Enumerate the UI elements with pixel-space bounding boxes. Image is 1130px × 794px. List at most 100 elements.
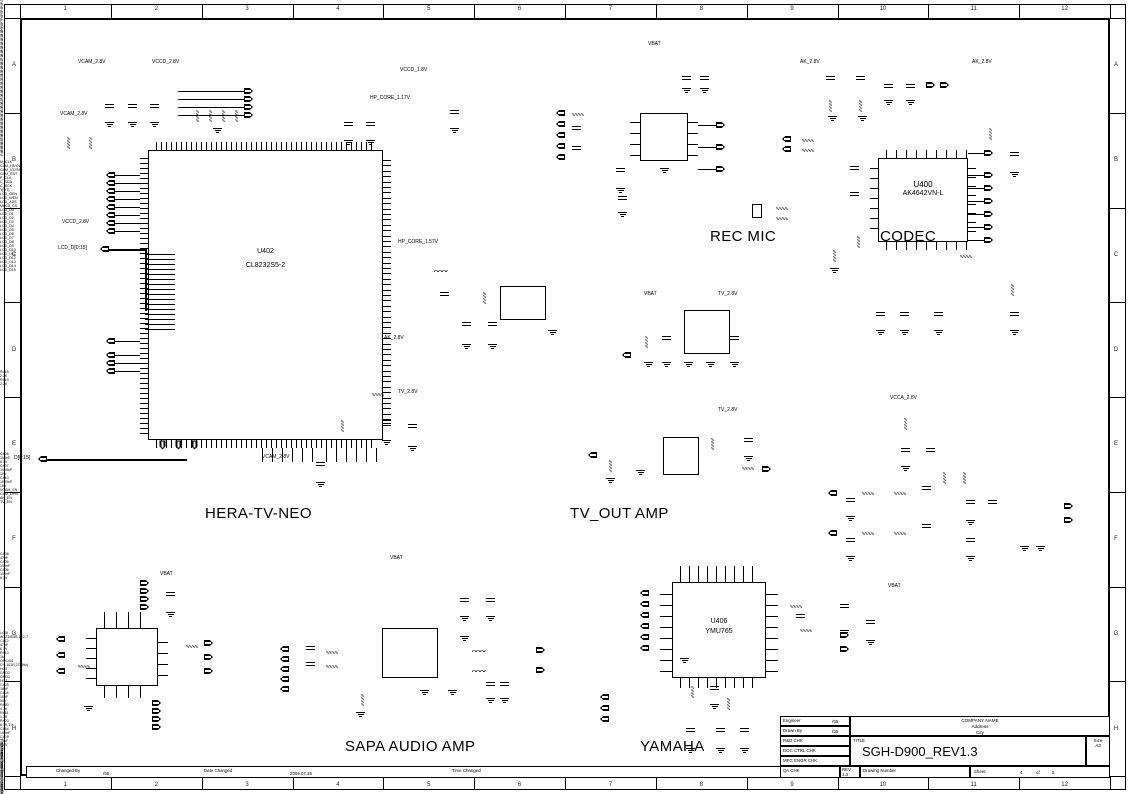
net-flag-sapa-1[interactable] [280, 656, 289, 662]
net-flag-ymu-cpoen[interactable] [640, 645, 649, 651]
col-tick-top-6 [565, 4, 566, 18]
resistor-r451 [894, 491, 906, 496]
net-flag-max-out-0[interactable] [204, 640, 213, 646]
u402-pin-left-2 [140, 168, 148, 169]
net-flag-mic-p[interactable] [1064, 503, 1073, 509]
net-flag-aga[interactable] [716, 144, 725, 150]
net-flag-amp-minus[interactable] [536, 647, 545, 653]
wire-c_sck [115, 223, 140, 224]
net-flag-rout-codec[interactable] [782, 136, 791, 142]
net-flag-ymu-d6[interactable] [640, 601, 649, 607]
net-flag-lcd_ads[interactable] [106, 360, 115, 366]
row-t1ick-right-4 [1110, 397, 1126, 398]
net-flag-d_bck[interactable] [984, 172, 993, 178]
net-flag-mic-n[interactable] [1064, 517, 1073, 523]
net-flag-lcd-bus[interactable] [100, 246, 109, 252]
section-title-recmic: REC MIC [710, 228, 777, 245]
net-flag-ear_r[interactable] [716, 166, 725, 172]
net-flag-sapa-4[interactable] [280, 686, 289, 692]
net-flag-mp-n[interactable] [940, 82, 949, 88]
net-flag-c_sda[interactable] [106, 212, 115, 218]
net-flag-ymu-ymuirq[interactable] [600, 705, 609, 711]
net-flag-p_clk[interactable] [106, 204, 115, 210]
u402-pin-right-48 [383, 419, 391, 421]
net-flag-ymu-vccd18v[interactable] [640, 623, 649, 629]
net-flag-max-bot-2[interactable] [152, 716, 161, 722]
net-flag-d_msck[interactable] [984, 150, 993, 156]
net-flag-mp-p[interactable] [926, 82, 935, 88]
u402-pin-left-19 [140, 253, 148, 254]
u402-pin-top-11 [211, 142, 212, 150]
net-flag-micinp[interactable] [828, 490, 837, 496]
col-tick-bottom-1 [110, 776, 112, 790]
net-flag-lout-codec[interactable] [782, 146, 791, 152]
net-flag-ymu-rst[interactable] [600, 716, 609, 722]
net-flag-aoutbp[interactable] [556, 110, 565, 116]
net-flag-cam_rst[interactable] [106, 196, 115, 202]
net-label-lcd_ads: LCD_ADS [0, 200, 17, 204]
net-label-d-bus: D[0:15] [14, 455, 31, 461]
resistor-r466 [858, 100, 863, 112]
wire-d_bck [346, 448, 347, 462]
net-flag-amp-plus[interactable] [536, 667, 545, 673]
net-flag-cam_hsync[interactable] [106, 180, 115, 186]
net-flag-d_sidn[interactable] [984, 198, 993, 204]
resistor-r464 [802, 138, 814, 143]
net-flag-max-top-2[interactable] [140, 596, 149, 602]
net-flag-sapa-3[interactable] [280, 676, 289, 682]
u402-pin-top-7 [191, 142, 192, 150]
net-flag-lcd_oen[interactable] [106, 338, 115, 344]
u402-pin-bottom-31 [311, 440, 312, 448]
net-flag-cam_vsync[interactable] [106, 188, 115, 194]
net-flag-y[0:7][interactable] [106, 228, 115, 234]
net-flag-d_lrck[interactable] [984, 185, 993, 191]
net-flag-ak_en[interactable] [244, 104, 253, 110]
net-flag-ymu-d1[interactable] [640, 590, 649, 596]
col-label-bottom-12: 12 [1061, 782, 1068, 788]
net-flag-sapa-0[interactable] [280, 646, 289, 652]
net-flag-d_sck[interactable] [984, 237, 993, 243]
net-flag-tvout[interactable] [762, 466, 771, 472]
net-flag-max-bot-1[interactable] [152, 708, 161, 714]
net-flag-lcd_wen[interactable] [106, 352, 115, 358]
net-flag-ymu-a0[interactable] [640, 634, 649, 640]
net-flag-c_sck[interactable] [106, 220, 115, 226]
net-flag-ear_l[interactable] [716, 122, 725, 128]
net-flag-rout[interactable] [556, 143, 565, 149]
net-flag-d_sdout[interactable] [984, 211, 993, 217]
net-flag-cam_dpn[interactable] [244, 96, 253, 102]
net-flag-ymu-l[interactable] [840, 646, 849, 652]
net-flag-max-top-1[interactable] [140, 588, 149, 594]
net-flag-lout[interactable] [556, 121, 565, 127]
u402-pin-left-31 [140, 313, 148, 314]
net-flag-ymu_l[interactable] [556, 132, 565, 138]
cap-c419-codec [850, 192, 859, 196]
net-flag-micinn[interactable] [828, 530, 837, 536]
u406-pinwire-t-1 [689, 566, 690, 582]
net-flag-tv-en[interactable] [622, 352, 631, 358]
u400-pinwire-bot-3 [916, 242, 917, 250]
net-flag-max-in-1[interactable] [56, 652, 65, 658]
net-flag-neo-tv-out[interactable] [588, 452, 597, 458]
net-flag-d_sda[interactable] [984, 224, 993, 230]
net-flag-sapa-2[interactable] [280, 666, 289, 672]
net-flag-m_clk[interactable] [106, 172, 115, 178]
net-label-c_sck: C_SCK [0, 184, 12, 188]
net-flag-mlcd_cs[interactable] [106, 368, 115, 374]
net-flag-max-in-0[interactable] [56, 636, 65, 642]
resistor-r465b [802, 148, 814, 153]
net-flag-max-out-1[interactable] [204, 654, 213, 660]
net-flag-d-bus[interactable] [38, 456, 47, 462]
net-flag-max-bot-0[interactable] [152, 700, 161, 706]
net-flag-max-in-2[interactable] [56, 668, 65, 674]
net-flag-max-top-3[interactable] [140, 604, 149, 610]
net-flag-vcam_en[interactable] [244, 88, 253, 94]
net-flag-max-out-2[interactable] [204, 668, 213, 674]
net-flag-tv_en[interactable] [244, 112, 253, 118]
net-flag-max-bot-3[interactable] [152, 724, 161, 730]
net-flag-ymu-r[interactable] [840, 632, 849, 638]
net-flag-ymu-cfwen[interactable] [640, 612, 649, 618]
net-flag-max-top-0[interactable] [140, 580, 149, 586]
net-flag-ymu-clk19mymu[interactable] [600, 694, 609, 700]
net-flag-ymu_r[interactable] [556, 154, 565, 160]
